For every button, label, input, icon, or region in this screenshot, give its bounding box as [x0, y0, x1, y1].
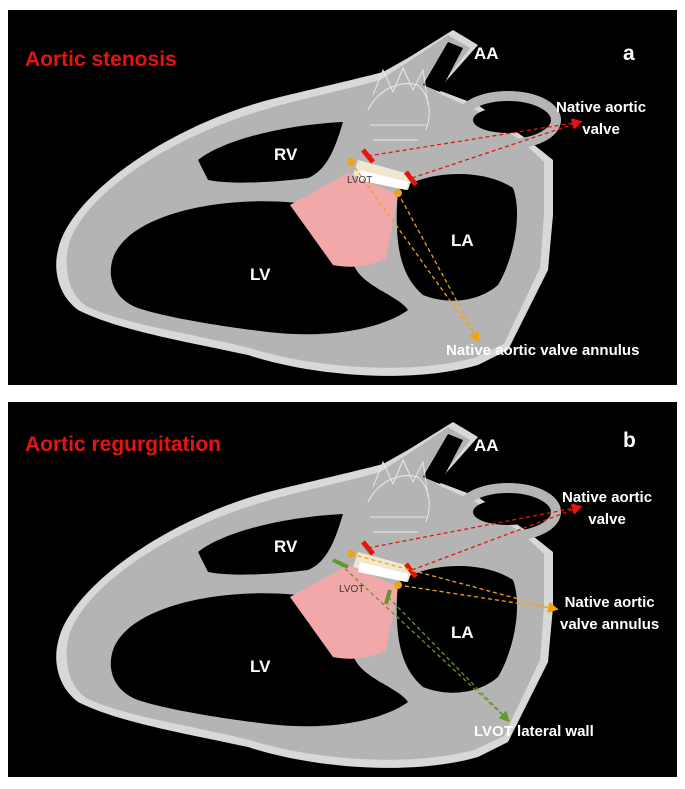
annotation-annulus-line2: valve annulus: [560, 616, 660, 633]
label-la: LA: [451, 231, 474, 250]
annotation-native-valve-line2: valve: [582, 121, 620, 138]
wall-arrow-1: [339, 563, 510, 722]
annotation-annulus: Native aortic valve annulus: [560, 592, 659, 636]
label-rv: RV: [274, 537, 298, 556]
panel-aortic-regurgitation: Aortic regurgitation b AA RV LA LV LVOT …: [8, 402, 677, 777]
label-la: LA: [451, 623, 474, 642]
wall-arrow-2: [387, 596, 510, 722]
valve-arrow-1: [367, 118, 583, 157]
lvot-wall-marker-left: [332, 558, 349, 569]
panel-title: Aortic stenosis: [25, 48, 177, 71]
rv-cavity: [198, 122, 343, 183]
label-aa: AA: [474, 436, 499, 455]
annotation-lateral-wall: LVOT lateral wall: [474, 723, 594, 740]
annulus-arrow-1: [350, 161, 480, 343]
annotation-native-valve-line1: Native aortic: [562, 489, 653, 506]
valve-prosthesis: [367, 66, 430, 141]
annotation-native-valve: Native aortic valve: [556, 97, 646, 141]
lvot-region: [290, 565, 398, 659]
valve-prosthesis: [367, 458, 430, 533]
label-lvot: LVOT: [347, 175, 373, 186]
la-cavity: [396, 173, 518, 301]
label-rv: RV: [274, 145, 298, 164]
label-aa: AA: [474, 44, 499, 63]
label-lv: LV: [250, 265, 271, 284]
native-leaflet-right: [404, 562, 418, 579]
panel-letter: b: [623, 429, 636, 452]
ascending-aorta-lumen: [423, 42, 463, 92]
annulus-arrow-1: [350, 553, 559, 613]
label-lvot: LVOT: [339, 584, 365, 595]
annotation-annulus-line1: Native aortic: [564, 594, 655, 611]
panel-letter: a: [623, 42, 635, 65]
panel-title: Aortic regurgitation: [25, 433, 222, 456]
annotation-native-valve-line1: Native aortic: [556, 99, 647, 116]
annotation-native-valve: Native aortic valve: [562, 487, 652, 531]
la-cavity: [396, 565, 518, 693]
annotation-native-valve-line2: valve: [588, 511, 626, 528]
label-lv: LV: [250, 657, 271, 676]
annotation-annulus: Native aortic valve annulus: [446, 342, 640, 359]
heart-illustration-a: [56, 30, 583, 376]
native-leaflet-right: [404, 170, 418, 187]
lvot-region: [290, 173, 398, 267]
heart-illustration-b: [56, 422, 583, 768]
panel-aortic-stenosis: Aortic stenosis a AA RV LA LV LVOT Nativ…: [8, 10, 677, 385]
aortic-arch-loop: [455, 91, 561, 149]
ascending-aorta-lumen: [423, 434, 463, 484]
rv-cavity: [198, 514, 343, 575]
valve-arrow-1: [367, 503, 583, 549]
valve-arrow-2: [411, 504, 583, 571]
valve-arrow-2: [411, 119, 583, 179]
annulus-arrow-2: [397, 584, 559, 613]
